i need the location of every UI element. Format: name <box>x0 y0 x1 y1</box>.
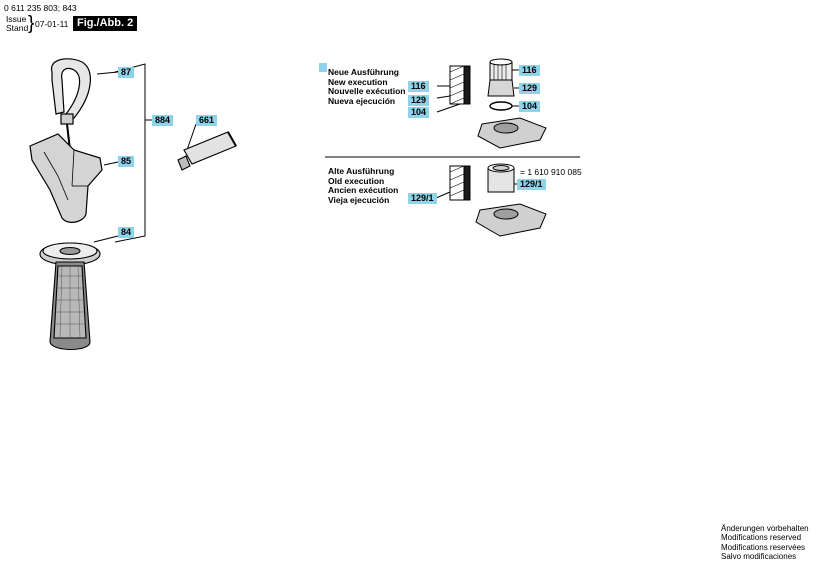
old-part-number: = 1 610 910 085 <box>520 167 582 177</box>
new-execution-en: New execution <box>328 76 388 87</box>
old-execution-labels: Alte Ausführung Old execution Ancien exé… <box>328 166 399 205</box>
callout-884: 884 <box>152 115 174 126</box>
needle-bearing-old <box>475 163 547 237</box>
new-execution-section <box>436 65 471 113</box>
callout-104-left: 104 <box>408 107 430 118</box>
new-execution-fr: Nouvelle exécution <box>328 86 406 97</box>
new-execution-de: Neue Ausführung <box>328 67 399 77</box>
stand-label: Stand <box>6 23 29 33</box>
callout-87: 87 <box>118 67 135 78</box>
footer-notes: Änderungen vorbehalten Modifications res… <box>721 524 809 561</box>
grip-handle <box>49 261 91 351</box>
new-execution-labels: Neue Ausführung New execution Nouvelle e… <box>328 67 406 106</box>
figure-label: Fig./Abb. 2 <box>73 16 138 31</box>
callout-84: 84 <box>118 227 135 238</box>
grease-tube <box>177 131 237 171</box>
handle-holder <box>29 133 103 223</box>
footer-en: Modifications reserved <box>721 533 802 543</box>
callout-129-1-right: 129/1 <box>517 179 546 190</box>
brace-glyph: } <box>28 13 35 34</box>
old-execution-section <box>435 165 471 201</box>
needle-bearing-new <box>477 58 547 149</box>
callout-129-1-left: 129/1 <box>408 193 437 204</box>
callout-129-left: 129 <box>408 95 430 106</box>
old-execution-fr: Ancien exécution <box>328 185 399 196</box>
new-execution-marker <box>319 63 327 72</box>
callout-116-right: 116 <box>519 65 540 76</box>
callout-104-right: 104 <box>519 101 541 112</box>
callout-116-left: 116 <box>408 81 429 92</box>
callout-129-right: 129 <box>519 83 541 94</box>
footer-fr: Modifications reservées <box>721 542 806 552</box>
new-execution-es: Nueva ejecución <box>328 95 396 106</box>
part-number: 0 611 235 803; 843 <box>4 3 77 13</box>
callout-661: 661 <box>196 115 218 126</box>
handle-disc <box>39 242 101 266</box>
issue-date: 07-01-11 <box>35 19 69 29</box>
old-execution-en: Old execution <box>328 175 385 186</box>
footer-es: Salvo modificaciones <box>721 551 797 561</box>
footer-de: Änderungen vorbehalten <box>721 524 809 533</box>
callout-85: 85 <box>118 156 135 167</box>
old-execution-de: Alte Ausführung <box>328 166 395 176</box>
clamp-strap <box>51 58 91 151</box>
old-execution-es: Vieja ejecución <box>328 194 390 205</box>
issue-label: Issue <box>6 14 27 24</box>
